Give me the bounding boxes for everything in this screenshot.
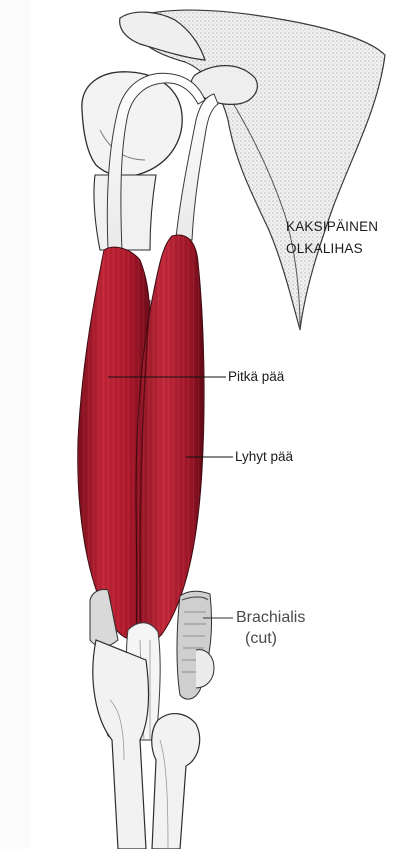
muscle-title-line1: KAKSIPÄINEN: [286, 219, 378, 234]
brachialis-cut-label: (cut): [245, 630, 277, 648]
background-edge: [0, 0, 30, 849]
brachialis-label: Brachialis: [236, 609, 305, 627]
muscle-title-line2: OLKALIHAS: [286, 241, 363, 256]
short-head-label: Lyhyt pää: [235, 449, 293, 464]
long-head-label: Pitkä pää: [228, 369, 284, 384]
